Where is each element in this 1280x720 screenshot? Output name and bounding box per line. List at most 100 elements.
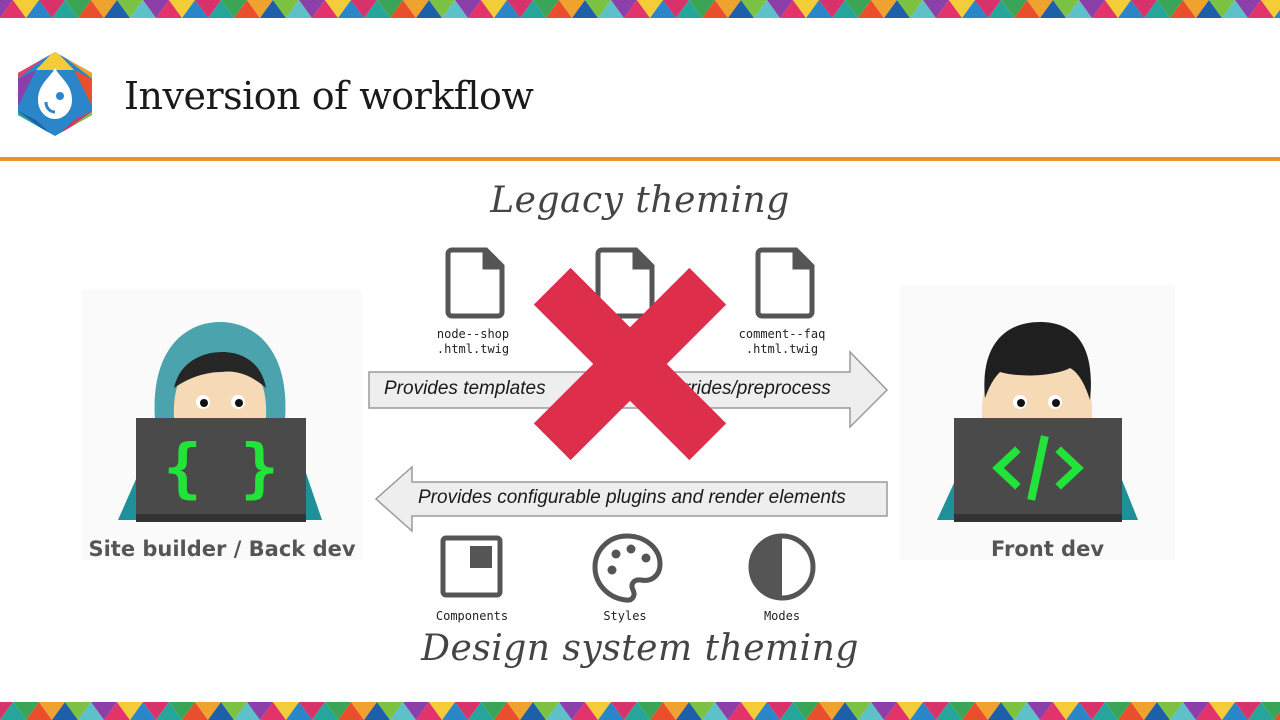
decor-triangle [572, 0, 598, 18]
decor-triangle [91, 0, 117, 18]
decor-triangle [338, 0, 364, 18]
decor-triangle [299, 702, 325, 720]
decor-triangle [117, 702, 143, 720]
right-arrow-text: Provides templates [384, 378, 546, 399]
decor-triangle [689, 702, 715, 720]
decor-triangle [481, 0, 507, 18]
red-cross-icon [533, 267, 727, 461]
decor-triangle [546, 702, 572, 720]
decor-triangle [403, 702, 429, 720]
decor-triangle [1196, 702, 1222, 720]
decor-triangle [1144, 0, 1170, 18]
decor-triangle [559, 0, 585, 18]
decor-triangle [1222, 0, 1248, 18]
code-tag-icon [992, 435, 1084, 501]
decor-triangle [1092, 702, 1118, 720]
decor-triangle [442, 702, 468, 720]
decor-triangle [390, 0, 416, 18]
decor-triangle [481, 702, 507, 720]
decor-triangle [975, 702, 1001, 720]
decor-triangle [1222, 702, 1248, 720]
decor-triangle [208, 0, 234, 18]
decor-triangle [1274, 9, 1280, 18]
decor-triangle [1066, 0, 1092, 18]
left-arrow [374, 465, 888, 533]
decor-triangle [130, 702, 156, 720]
decor-triangle [507, 0, 533, 18]
decor-triangle [936, 702, 962, 720]
decor-triangle [975, 0, 1001, 18]
decor-triangle [702, 0, 728, 18]
decor-triangle [78, 702, 104, 720]
decor-triangle [988, 702, 1014, 720]
decor-triangle [273, 702, 299, 720]
decor-triangle [0, 702, 26, 720]
design-label-styles: Styles [603, 609, 647, 623]
decor-triangle [1066, 702, 1092, 720]
decor-triangle [910, 0, 936, 18]
decor-triangle [1118, 702, 1144, 720]
decor-triangle [286, 0, 312, 18]
slide-title: Inversion of workflow [124, 74, 534, 118]
decor-triangle [247, 702, 273, 720]
decor-triangle [949, 0, 975, 18]
decor-triangle [780, 702, 806, 720]
decor-triangle [559, 702, 585, 720]
decor-triangle [221, 0, 247, 18]
decor-triangle [676, 0, 702, 18]
decor-triangle [741, 0, 767, 18]
decor-triangle [832, 0, 858, 18]
decor-triangle [468, 702, 494, 720]
decor-triangle [728, 0, 754, 18]
decor-triangle [962, 0, 988, 18]
decor-triangle [455, 702, 481, 720]
decor-triangle [585, 702, 611, 720]
decor-triangle [1040, 702, 1066, 720]
decor-triangle [871, 0, 897, 18]
decor-triangle [1053, 702, 1079, 720]
decor-triangle [741, 702, 767, 720]
decor-triangle [520, 0, 546, 18]
decor-triangle [208, 702, 234, 720]
decor-triangle [806, 0, 832, 18]
decor-triangle [871, 702, 897, 720]
decor-triangle [1092, 0, 1118, 18]
decor-triangle [468, 0, 494, 18]
decor-triangle [897, 0, 923, 18]
decor-triangle [169, 0, 195, 18]
decor-triangle [715, 702, 741, 720]
decor-triangle [247, 0, 273, 18]
decor-triangle [104, 702, 130, 720]
decor-triangle [1170, 0, 1196, 18]
decor-triangle [1261, 0, 1280, 18]
decor-triangle [611, 0, 637, 18]
decor-triangle [299, 0, 325, 18]
decor-triangle [429, 702, 455, 720]
design-system-theming-label: Design system theming [421, 628, 859, 669]
decor-triangle [923, 0, 949, 18]
decor-triangle [663, 702, 689, 720]
decor-triangle [663, 0, 689, 18]
decor-triangle [455, 0, 481, 18]
decor-triangle [598, 0, 624, 18]
decor-triangle [130, 0, 156, 18]
decor-triangle [988, 0, 1014, 18]
design-label-components: Components [435, 609, 509, 623]
decor-triangle [13, 0, 39, 18]
decor-triangle [65, 702, 91, 720]
decor-triangle [546, 0, 572, 18]
bottom-triangle-pattern [0, 702, 1280, 720]
decor-triangle [884, 0, 910, 18]
decor-triangle [728, 702, 754, 720]
decor-triangle [1131, 0, 1157, 18]
decor-triangle [156, 0, 182, 18]
decor-triangle [182, 702, 208, 720]
decor-triangle [793, 0, 819, 18]
decor-triangle [650, 702, 676, 720]
component-icon [440, 535, 503, 598]
decor-triangle [897, 702, 923, 720]
drupal-logo-icon [18, 52, 92, 136]
decor-triangle [806, 702, 832, 720]
